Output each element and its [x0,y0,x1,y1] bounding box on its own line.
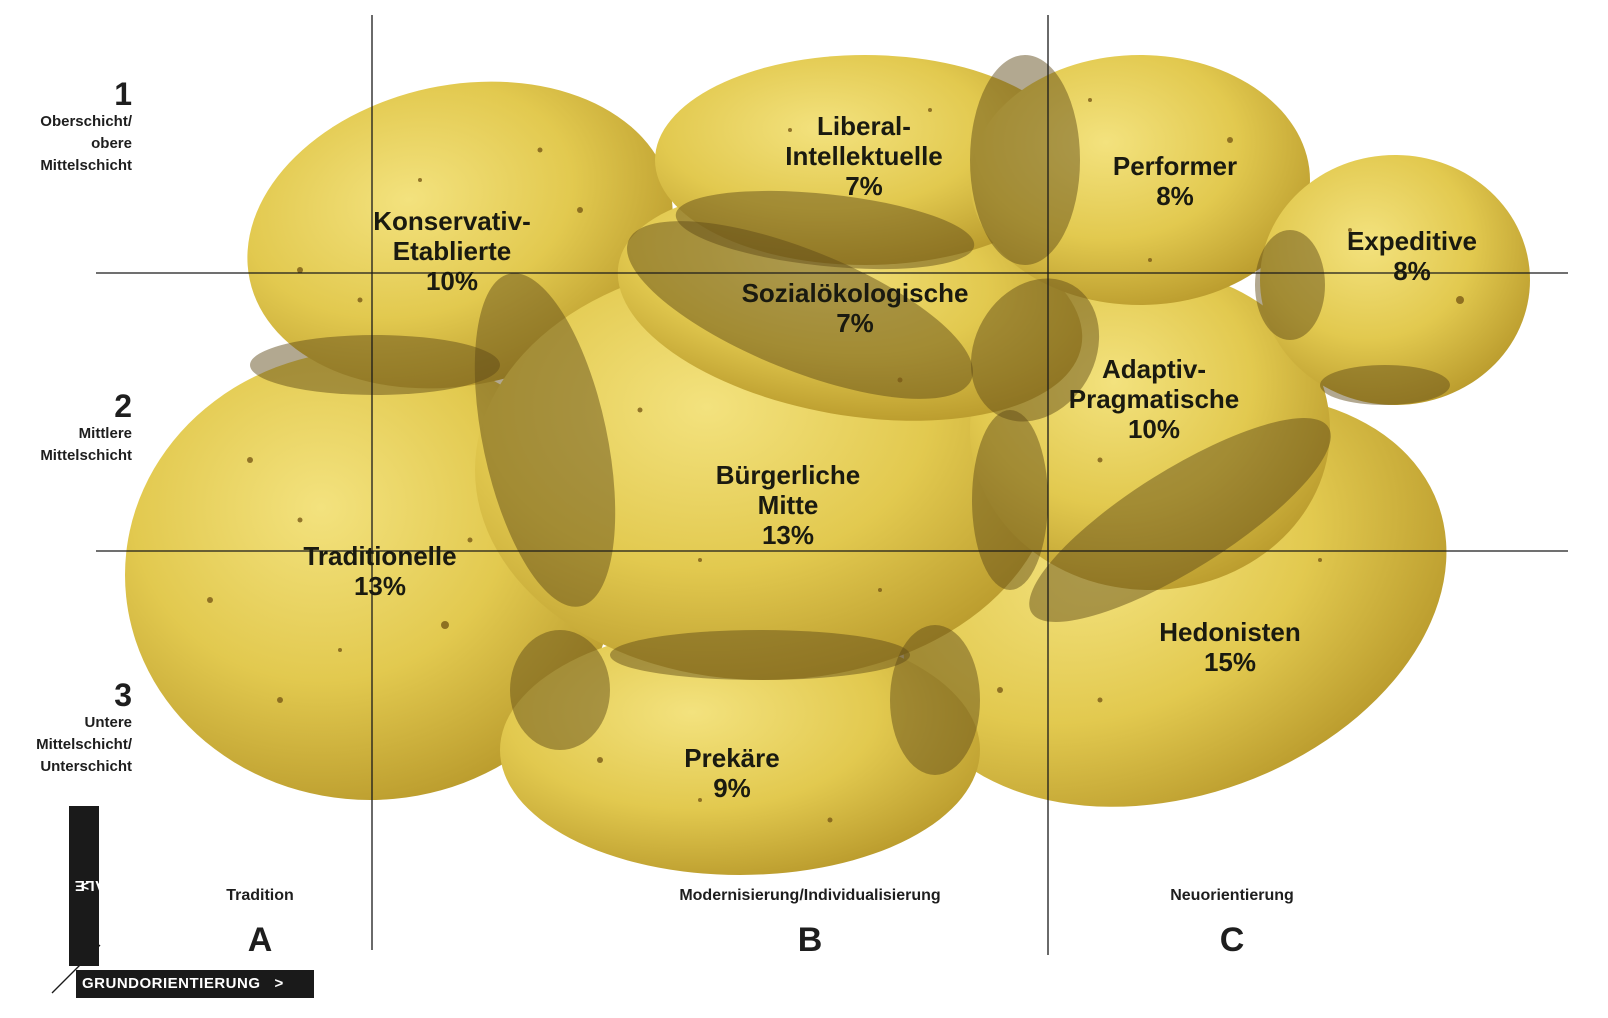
segment-share: 13% [303,571,456,601]
segment-share: 9% [684,773,779,803]
row-label-2: 2 Mittlere Mittelschicht [40,389,132,467]
segment-buergerliche-mitte: Bürgerliche Mitte 13% [716,460,861,550]
segment-name-line: Liberal- [785,111,943,141]
row-text-line: Mittelschicht [40,155,132,177]
column-label-c: Neuorientierung C [1170,886,1294,960]
y-axis-label: SOZIALE LAGE > [76,881,93,890]
segment-share: 15% [1159,647,1301,677]
segment-name-line: Prekäre [684,743,779,773]
column-label-a: Tradition A [226,886,294,960]
segment-performer: Performer 8% [1113,151,1237,211]
column-text: Tradition [226,886,294,906]
segment-name-line: Konservativ- [373,206,531,236]
y-axis-label-box: SOZIALE LAGE > [69,806,99,966]
segment-adaptiv-pragmatische: Adaptiv- Pragmatische 10% [1069,354,1240,444]
column-label-b: Modernisierung/Individualisierung B [679,886,940,960]
segment-traditionelle: Traditionelle 13% [303,541,456,601]
segment-share: 8% [1347,256,1477,286]
segment-share: 7% [785,171,943,201]
segment-name-line: Pragmatische [1069,384,1240,414]
row-number: 2 [40,389,132,423]
column-text: Neuorientierung [1170,886,1294,906]
row-text-line: Mittelschicht [40,445,132,467]
segment-name-line: Adaptiv- [1069,354,1240,384]
column-letter: A [226,920,294,960]
segment-sozialoekologische: Sozialökologische 7% [742,278,969,338]
segment-name-line: Etablierte [373,236,531,266]
row-text-line: Mittelschicht/ [36,734,132,756]
segment-name-line: Bürgerliche [716,460,861,490]
segment-prekaere: Prekäre 9% [684,743,779,803]
row-text-line: Unterschicht [36,756,132,778]
segment-expeditive: Expeditive 8% [1347,226,1477,286]
row-text-line: obere [40,133,132,155]
row-label-3: 3 Untere Mittelschicht/ Unterschicht [36,678,132,778]
row-text-line: Mittlere [40,423,132,445]
segment-share: 10% [373,266,531,296]
segment-share: 10% [1069,414,1240,444]
segment-hedonisten: Hedonisten 15% [1159,617,1301,677]
row-label-1: 1 Oberschicht/ obere Mittelschicht [40,77,132,177]
segment-konservativ-etablierte: Konservativ- Etablierte 10% [373,206,531,296]
segment-name-line: Expeditive [1347,226,1477,256]
row-text-line: Oberschicht/ [40,111,132,133]
segment-name-line: Performer [1113,151,1237,181]
row-text-line: Untere [36,712,132,734]
segment-name-line: Mitte [716,490,861,520]
y-axis-arrow-icon: > [79,878,88,895]
x-axis-arrow-icon: > [275,975,284,992]
segment-share: 8% [1113,181,1237,211]
x-axis-label-box: GRUNDORIENTIERUNG > [76,970,314,998]
segment-name-line: Sozialökologische [742,278,969,308]
segment-share: 13% [716,520,861,550]
row-number: 1 [40,77,132,111]
segment-name-line: Hedonisten [1159,617,1301,647]
column-letter: B [679,920,940,960]
column-letter: C [1170,920,1294,960]
segment-liberal-intellektuelle: Liberal- Intellektuelle 7% [785,111,943,201]
segment-name-line: Traditionelle [303,541,456,571]
segment-name-line: Intellektuelle [785,141,943,171]
segment-share: 7% [742,308,969,338]
x-axis-text: GRUNDORIENTIERUNG [82,975,261,992]
row-number: 3 [36,678,132,712]
column-text: Modernisierung/Individualisierung [679,886,940,906]
